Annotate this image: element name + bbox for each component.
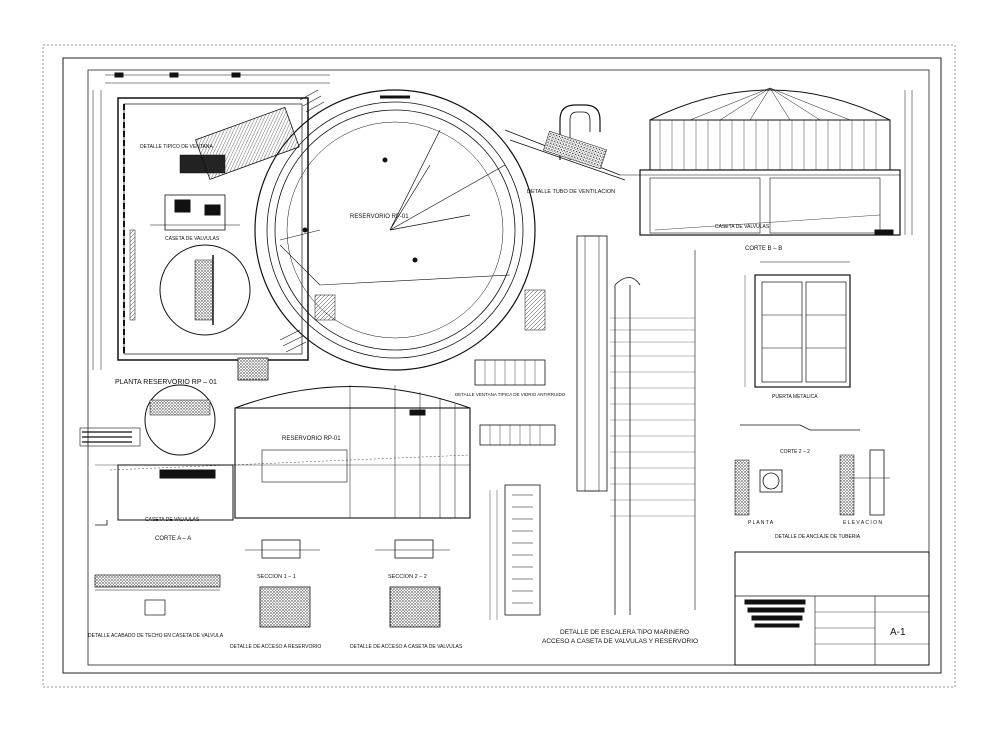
metal-door-label: PUERTA METALICA xyxy=(772,394,818,400)
section-aa-drawing xyxy=(79,384,471,526)
section-11-label: SECCION 1 – 1 xyxy=(257,574,296,580)
pipe-anchor-label: DETALLE DE ANCLAJE DE TUBERIA xyxy=(775,534,861,540)
pipe-anchor-detail xyxy=(734,424,890,516)
ladder-detail xyxy=(474,235,696,620)
access-valve-label: DETALLE DE ACCESO A CASETA DE VALVULAS xyxy=(350,644,463,650)
ladder-title-2: ACCESO A CASETA DE VALVULAS Y RESERVORIO xyxy=(542,638,698,645)
roof-finish-detail xyxy=(94,574,221,616)
reservoir-plan-label: RESERVORIO RP-01 xyxy=(350,214,409,220)
anchor-elevation-label: E L E V A C I O N xyxy=(843,520,882,526)
title-block xyxy=(734,551,930,666)
sheet-number: A-1 xyxy=(890,627,906,638)
drawing-area-frame xyxy=(87,69,930,666)
reservoir-elev-label: RESERVORIO RP-01 xyxy=(282,436,341,442)
anchor-plan-label: P L A N T A xyxy=(748,520,774,526)
window-detail-label: DETALLE VENTANA TIPICA DE VIDRIO ANTIRRU… xyxy=(455,392,566,397)
valve-box-aa-label: CASETA DE VALVULAS xyxy=(145,517,200,523)
plan-reservoir xyxy=(92,72,536,381)
inner-frame xyxy=(62,57,942,674)
valve-box-label: CASETA DE VALVULAS xyxy=(165,236,220,242)
valve-box-elev-label: CASETA DE VALVULAS xyxy=(715,224,770,230)
outer-dashed-border xyxy=(42,44,956,688)
section-22-label: CORTE 2 – 2 xyxy=(780,449,810,455)
typical-window-label: DETALLE TIPICO DE VENTANA xyxy=(140,144,213,150)
plan-title: PLANTA RESERVORIO RP – 01 xyxy=(115,379,217,386)
roof-finish-label: DETALLE ACABADO DE TECHO EN CASETA DE VA… xyxy=(88,633,224,639)
ventilation-pipe-detail xyxy=(504,104,626,181)
reservoir-elevation-top xyxy=(620,87,913,236)
access-reservoir-label: DETALLE DE ACCESO A RESERVORIO xyxy=(230,644,321,650)
ladder-title-1: DETALLE DE ESCALERA TIPO MARINERO xyxy=(560,629,689,636)
ventilation-label: DETALLE TUBO DE VENTILACION xyxy=(527,189,615,195)
section-22b-label: SECCION 2 – 2 xyxy=(388,574,427,580)
metal-door-detail xyxy=(744,261,851,388)
section-11-drawing xyxy=(245,539,320,628)
section-bb-label: CORTE B – B xyxy=(745,246,782,252)
section-22-drawing xyxy=(375,539,450,628)
section-aa-label: CORTE A – A xyxy=(155,536,191,542)
